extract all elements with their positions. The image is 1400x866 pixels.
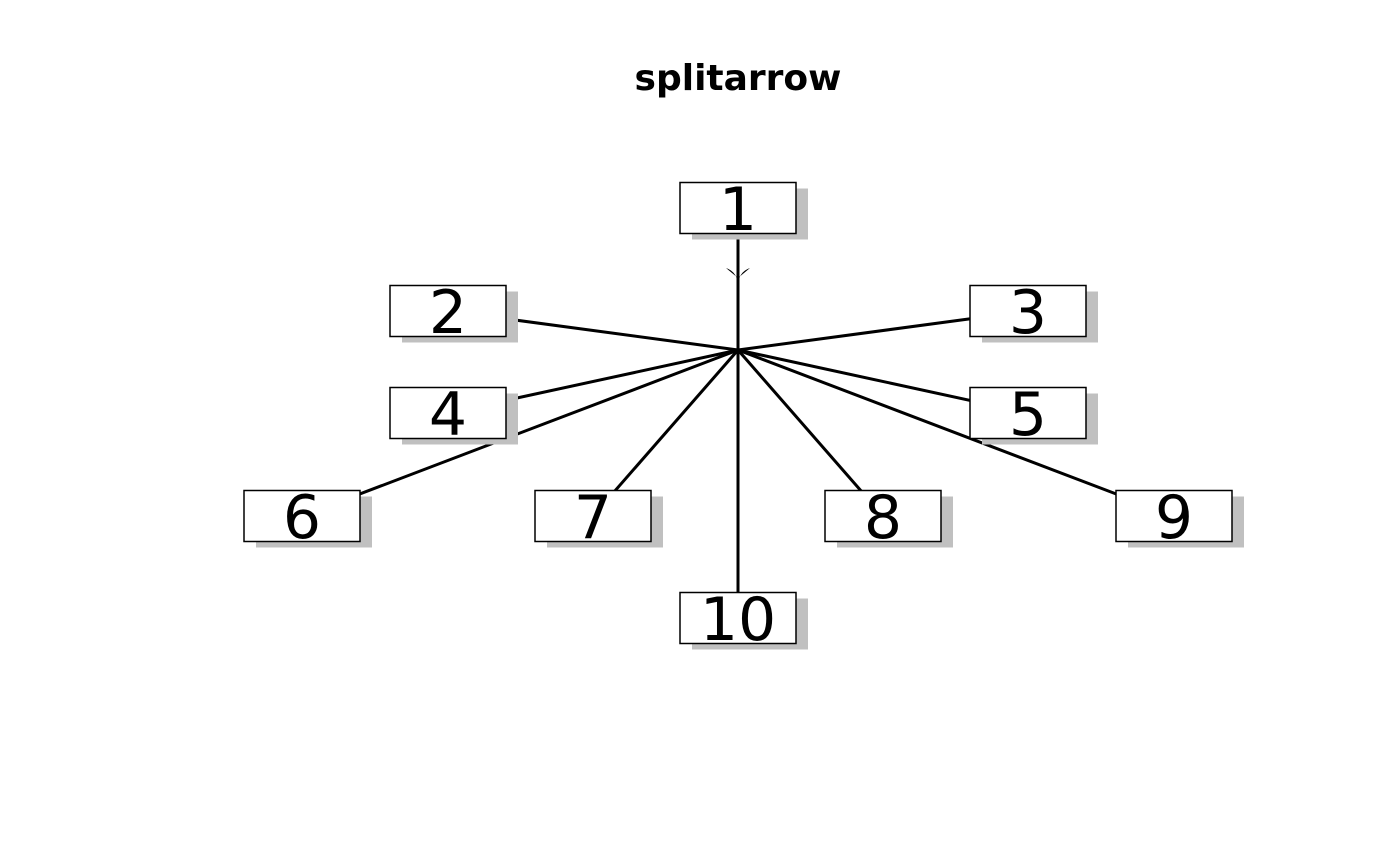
edge-line-7 <box>591 349 740 517</box>
node-label-5: 5 <box>1009 380 1047 450</box>
edge-line-8 <box>736 349 885 517</box>
node-label-4: 4 <box>429 380 467 450</box>
node-label-6: 6 <box>283 483 321 553</box>
node-label-2: 2 <box>429 278 467 348</box>
node-box-3 <box>969 284 1087 338</box>
node-box-9 <box>1115 489 1233 543</box>
node-box-8 <box>824 489 942 543</box>
node-box-4 <box>389 386 507 440</box>
edge-line-6 <box>301 348 739 518</box>
node-label-8: 8 <box>864 483 902 553</box>
node-label-7: 7 <box>574 483 612 553</box>
node-label-3: 3 <box>1009 278 1047 348</box>
node-box-2 <box>389 284 507 338</box>
arrowhead-icon <box>726 268 750 287</box>
node-label-10: 10 <box>700 585 776 655</box>
node-label-1: 1 <box>719 175 757 245</box>
edge-line-9 <box>737 348 1175 518</box>
node-box-7 <box>534 489 652 543</box>
node-box-6 <box>243 489 361 543</box>
diagram-title: splitarrow <box>634 58 842 99</box>
node-box-5 <box>969 386 1087 440</box>
node-box-10 <box>679 591 797 645</box>
node-label-9: 9 <box>1155 483 1193 553</box>
node-box-1 <box>679 181 797 235</box>
